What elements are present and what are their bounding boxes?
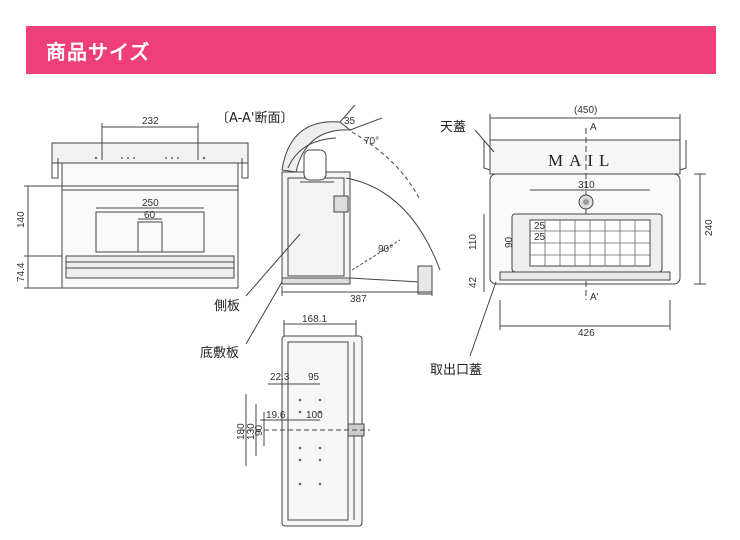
dim-60: 60 xyxy=(144,210,156,221)
dim-90-deg: 90° xyxy=(378,244,393,255)
dim-140: 140 xyxy=(16,211,27,228)
dim-22-3: 22.3 xyxy=(270,372,290,383)
bottom-view xyxy=(240,320,370,527)
dim-90-bottom: 90 xyxy=(254,424,265,436)
dim-180: 180 xyxy=(236,423,247,440)
top-view xyxy=(469,114,706,357)
section-label: 〔A-A'断面〕 xyxy=(216,111,293,126)
dim-70-deg: 70° xyxy=(364,136,379,147)
dim-130: 130 xyxy=(246,423,257,440)
dim-90-top: 90 xyxy=(504,236,515,248)
dim-25-b: 25 xyxy=(534,232,546,243)
dim-426: 426 xyxy=(578,328,595,339)
outlet-lid-label: 取出口蓋 xyxy=(430,363,482,378)
dim-25-a: 25 xyxy=(534,221,546,232)
dim-450: (450) xyxy=(574,105,597,116)
dim-240: 240 xyxy=(704,219,715,236)
dim-95: 95 xyxy=(308,372,320,383)
dim-310: 310 xyxy=(578,180,595,191)
side-plate-label: 側板 xyxy=(214,299,240,314)
bottom-plate-label: 底敷板 xyxy=(200,345,239,361)
a-marker-bottom: A' xyxy=(590,292,599,303)
page-title: 商品サイズ xyxy=(46,40,151,64)
dim-387: 387 xyxy=(350,294,367,305)
dim-110: 110 xyxy=(468,234,479,250)
mail-label: MAIL xyxy=(548,151,615,170)
front-view xyxy=(24,123,249,289)
dim-100: 100 xyxy=(306,410,323,421)
dim-35: 35 xyxy=(344,116,356,127)
dim-168-1: 168.1 xyxy=(302,314,327,325)
header-bar: 商品サイズ xyxy=(26,26,716,74)
dim-232: 232 xyxy=(142,116,159,127)
top-lid-label: 天蓋 xyxy=(440,120,466,135)
dim-19-6: 19.6 xyxy=(266,410,286,421)
dim-74-4: 74.4 xyxy=(16,262,27,282)
a-marker-top: A xyxy=(590,122,597,133)
dim-250: 250 xyxy=(142,198,159,209)
section-view xyxy=(245,104,441,345)
dim-42: 42 xyxy=(468,276,479,288)
